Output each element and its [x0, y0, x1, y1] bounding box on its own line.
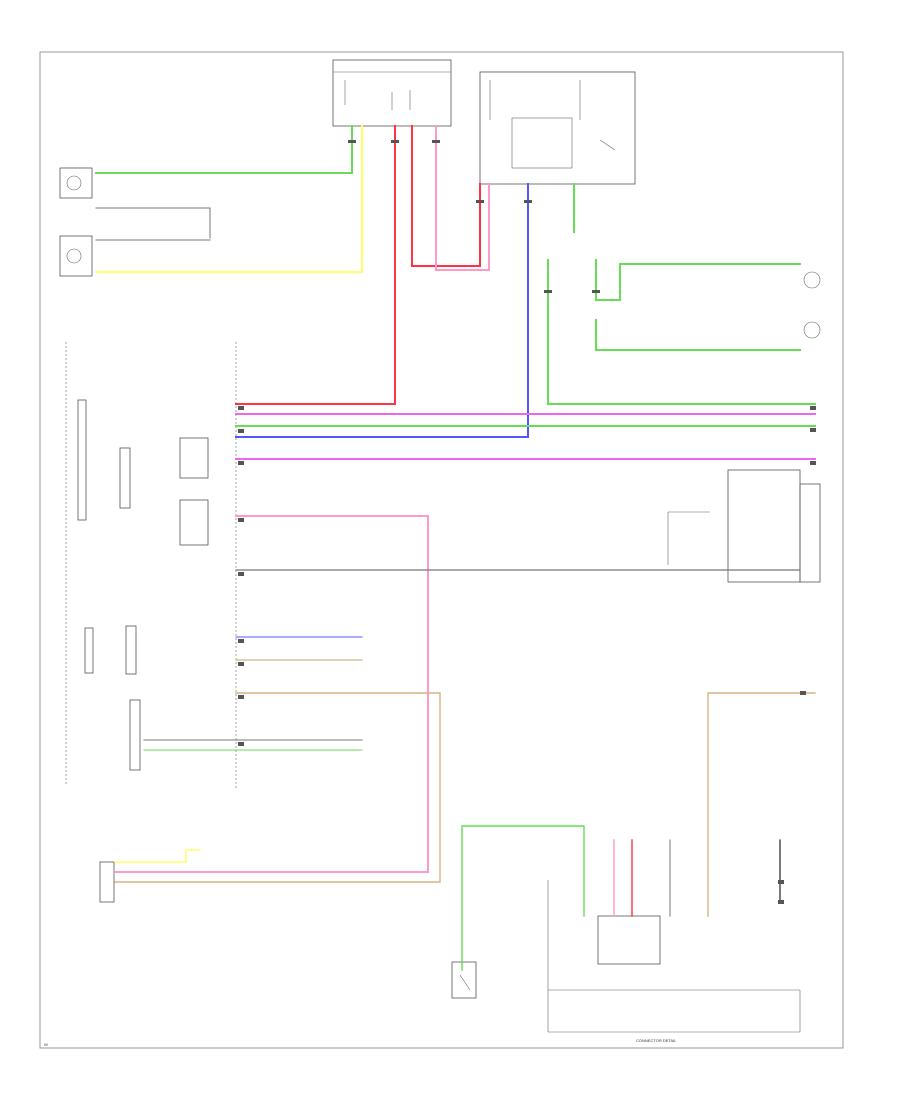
bottom-left-module	[99, 861, 115, 903]
wire-pink-vertical	[114, 515, 429, 873]
right-tail-lamp-left	[59, 235, 93, 277]
combination-switch	[332, 59, 452, 127]
wire-pink-loop	[435, 125, 490, 271]
wire-yellow-bottom	[114, 849, 201, 863]
wire-yellow-tail	[95, 125, 363, 273]
control-module	[65, 342, 237, 790]
connector-markers	[238, 140, 816, 904]
wire-green-tail	[95, 125, 353, 174]
wire-tan-right	[707, 692, 816, 917]
right-lamp-upper	[803, 271, 821, 289]
body-control-module	[547, 880, 801, 1033]
right-connector-block	[667, 469, 821, 583]
lighting-switch	[451, 961, 477, 999]
right-lamp-lower	[803, 321, 821, 339]
footer-code: W	[44, 1042, 48, 1047]
wire-red-main	[235, 125, 396, 405]
wire-green-2	[547, 259, 816, 405]
left-tail-lamp	[59, 167, 93, 199]
diagram-frame	[39, 51, 844, 1049]
wire-red-loop	[411, 125, 481, 267]
fuse-relay-block	[479, 71, 636, 185]
wire-green-lamp-upper	[595, 259, 801, 301]
wire-blue	[235, 183, 529, 438]
wire-green-bottom	[461, 825, 585, 971]
bottom-label: CONNECTOR DETAIL	[636, 1038, 677, 1043]
wire-green-lamp-lower	[595, 319, 801, 351]
wire-gray-tail	[95, 207, 211, 239]
wire-tan-long	[114, 692, 441, 883]
